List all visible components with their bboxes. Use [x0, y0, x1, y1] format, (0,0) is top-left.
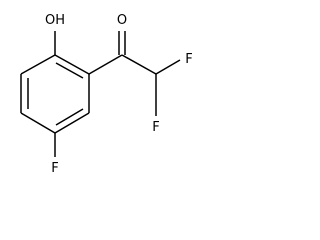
fluorine-top-label: F — [185, 52, 192, 67]
bond-carbonyl-chf2 — [121, 54, 157, 75]
bond-ring-carbonyl — [88, 54, 123, 75]
bond-ring-double-c1-c2 — [55, 62, 84, 79]
fluorine-ring-label: F — [51, 161, 58, 176]
bond-ring-c4-c5 — [20, 112, 56, 134]
chemical-structure-diagram: OH O F F F — [20, 13, 193, 176]
hydroxyl-label: OH — [45, 13, 65, 28]
benzene-ring — [20, 54, 90, 134]
bond-chf2-fluorine-top — [155, 59, 181, 75]
bond-ring-c6-c1 — [20, 54, 56, 75]
structure-canvas: OH O F F F — [20, 13, 193, 176]
bond-ring-c3-c4 — [54, 112, 90, 134]
fluorine-bottom-label: F — [152, 120, 159, 135]
carbonyl-oxygen-label: O — [117, 13, 127, 28]
bond-ring-c1-c2 — [54, 54, 90, 75]
bond-ring-double-c3-c4 — [55, 108, 84, 126]
